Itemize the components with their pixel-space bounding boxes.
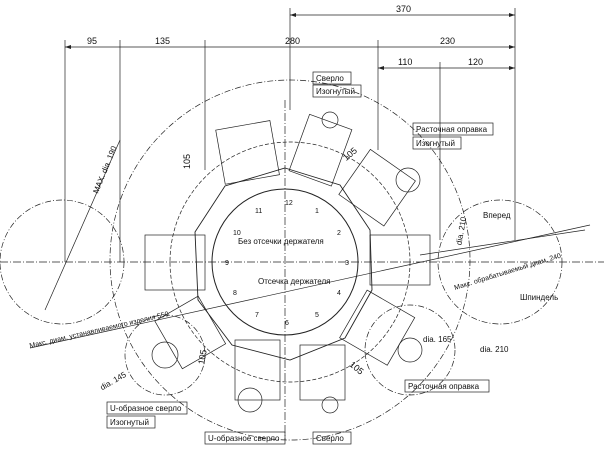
- label-max-workpiece: Макс. диам. устанавливаемого изделия 550: [29, 311, 170, 350]
- station-number: 10: [233, 230, 241, 237]
- label-dia165: dia. 165: [423, 335, 452, 344]
- station-number: 5: [315, 312, 319, 319]
- box-drill-top: Сверло: [316, 74, 344, 83]
- dia165-circle: [364, 304, 456, 396]
- drill-bottom-disc: [321, 396, 339, 414]
- dim-120: 120: [468, 57, 483, 67]
- dim-105-bottom-right: 105: [348, 359, 366, 376]
- boring-bottom-disc: [397, 337, 423, 363]
- tool-block-left: [144, 234, 206, 291]
- tool-block-right: [369, 234, 431, 286]
- boring-right-disc: [395, 167, 421, 193]
- label-dia145: dia. 145: [99, 370, 129, 392]
- dim-95: 95: [87, 36, 97, 46]
- tool-block-top-left: [215, 120, 280, 185]
- box-drill-bottom: Сверло: [316, 434, 344, 443]
- label-dia210: dia. 210: [480, 345, 509, 354]
- box-u-drill-left: U-образное сверло: [110, 404, 182, 413]
- station-number: 7: [255, 312, 259, 319]
- drill-top-disc: [321, 111, 339, 129]
- station-number: 11: [255, 208, 262, 215]
- station-number: 4: [337, 290, 341, 297]
- box-bent-top: Изогнутый: [316, 87, 355, 96]
- box-boring-top: Расточная оправка: [416, 125, 488, 134]
- station-number: 2: [337, 230, 341, 237]
- label-dia210-vert: dia. 210: [454, 216, 468, 246]
- station-number: 9: [225, 260, 229, 267]
- dim-105-bottom-left: 105: [196, 349, 208, 366]
- station-number: 1: [315, 208, 319, 215]
- box-bent-left: Изогнутый: [110, 418, 149, 427]
- label-forward: Вперед: [483, 211, 511, 220]
- label-no-cut: Без отсечки держателя: [238, 237, 324, 246]
- station-number: 3: [345, 260, 349, 267]
- u-drill-left-disc: [151, 341, 179, 369]
- dim-110: 110: [398, 57, 412, 67]
- label-spindle: Шпиндель: [520, 293, 558, 302]
- dim-370: 370: [396, 4, 411, 14]
- box-u-drill-bottom: U-образное сверло: [208, 434, 280, 443]
- label-cut: Отсечка держателя: [258, 277, 330, 286]
- dim-230: 230: [440, 36, 455, 46]
- tool-block-top-right: [338, 148, 416, 227]
- dim-105-left: 105: [182, 154, 192, 169]
- station-number: 8: [233, 290, 237, 297]
- u-drill-bottom-disc: [237, 387, 263, 413]
- dim-135: 135: [155, 36, 170, 46]
- dim-105-top: 105: [341, 145, 359, 162]
- tool-block-bottom: [234, 339, 281, 401]
- tool-block-bottom-right: [339, 289, 416, 366]
- tool-block-bottom-center: [299, 344, 346, 401]
- tool-block-top: [288, 113, 353, 187]
- turret-outline: [194, 167, 373, 361]
- station-number: 12: [285, 200, 293, 207]
- dim-280: 280: [285, 36, 300, 46]
- station-number: 6: [285, 320, 289, 327]
- box-bent-right: Изогнутый: [416, 139, 455, 148]
- box-boring-bottom: Расточная оправка: [408, 382, 480, 391]
- label-max-dia: MAX. dia. 190: [91, 144, 118, 194]
- tool-block-bottom-left: [154, 295, 227, 370]
